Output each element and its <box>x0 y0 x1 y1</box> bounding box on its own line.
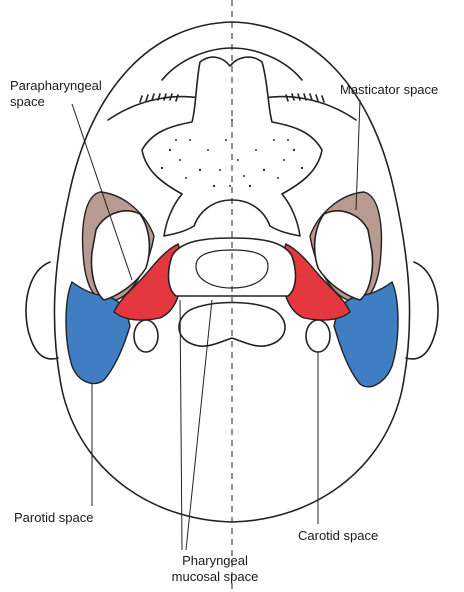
left-teeth-hatch <box>140 94 178 102</box>
left-ear <box>26 262 58 359</box>
label-carotid-space: Carotid space <box>298 528 378 544</box>
label-pharyngeal-mucosal-space: Pharyngeal mucosal space <box>150 553 280 585</box>
carotid-right <box>306 320 330 352</box>
label-parapharyngeal-space: Parapharyngeal space <box>10 78 102 110</box>
right-ear <box>406 262 438 359</box>
label-masticator-space: Masticator space <box>340 82 438 98</box>
carotid-left <box>134 320 158 352</box>
right-teeth-hatch <box>286 94 324 102</box>
label-parotid-space: Parotid space <box>14 510 94 526</box>
